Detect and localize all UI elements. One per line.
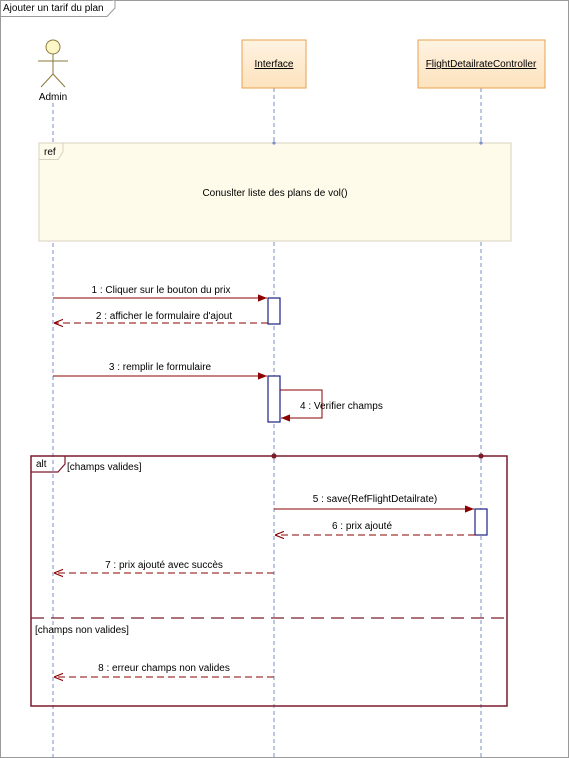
message-label-5: 5 : save(RefFlightDetailrate) [313, 494, 438, 505]
message-7: 7 : prix ajouté avec succès [54, 560, 274, 573]
ref-text: Conuslter liste des plans de vol() [202, 188, 347, 199]
message-2: 2 : afficher le formulaire d'ajout [54, 311, 268, 323]
actor-head [45, 39, 61, 55]
message-label-8: 8 : erreur champs non valides [98, 663, 230, 674]
message-3: 3 : remplir le formulaire [53, 362, 267, 380]
ref-fragment: ref Conuslter liste des plans de vol() [38, 141, 512, 242]
lifeline-name-controller: FlightDetailrateController [426, 59, 537, 70]
message-5: 5 : save(RefFlightDetailrate) [274, 494, 474, 513]
message-label-1: 1 : Cliquer sur le bouton du prix [92, 285, 231, 296]
lifeline-head-controller: FlightDetailrateController [417, 39, 546, 89]
message-label-3: 3 : remplir le formulaire [109, 362, 212, 373]
message-6: 6 : prix ajouté [275, 521, 475, 535]
alt-fragment: alt [champs valides] [champs non valides… [30, 453, 508, 707]
frame-title: Ajouter un tarif du plan [3, 3, 104, 14]
ref-keyword: ref [44, 147, 56, 158]
actor-admin: Admin [38, 39, 68, 103]
message-label-2: 2 : afficher le formulaire d'ajout [96, 311, 232, 322]
message-4: 4 : Verifier champs [280, 389, 383, 422]
message-8: 8 : erreur champs non valides [54, 663, 274, 677]
alt-keyword: alt [36, 459, 47, 470]
message-label-4: 4 : Verifier champs [300, 401, 383, 412]
alt-guard-1: [champs valides] [67, 462, 142, 473]
lifeline-name-interface: Interface [255, 59, 294, 70]
activation-bar-interface-1 [267, 297, 281, 325]
activation-bar-interface-2 [267, 375, 281, 423]
message-label-7: 7 : prix ajouté avec succès [105, 560, 223, 571]
message-label-6: 6 : prix ajouté [332, 521, 392, 532]
activation-bar-controller [474, 508, 488, 536]
alt-guard-2: [champs non valides] [35, 625, 129, 636]
message-1: 1 : Cliquer sur le bouton du prix [53, 285, 267, 302]
lifeline-head-interface: Interface [241, 39, 307, 89]
activation-bars [267, 297, 488, 536]
actor-name: Admin [39, 92, 67, 103]
